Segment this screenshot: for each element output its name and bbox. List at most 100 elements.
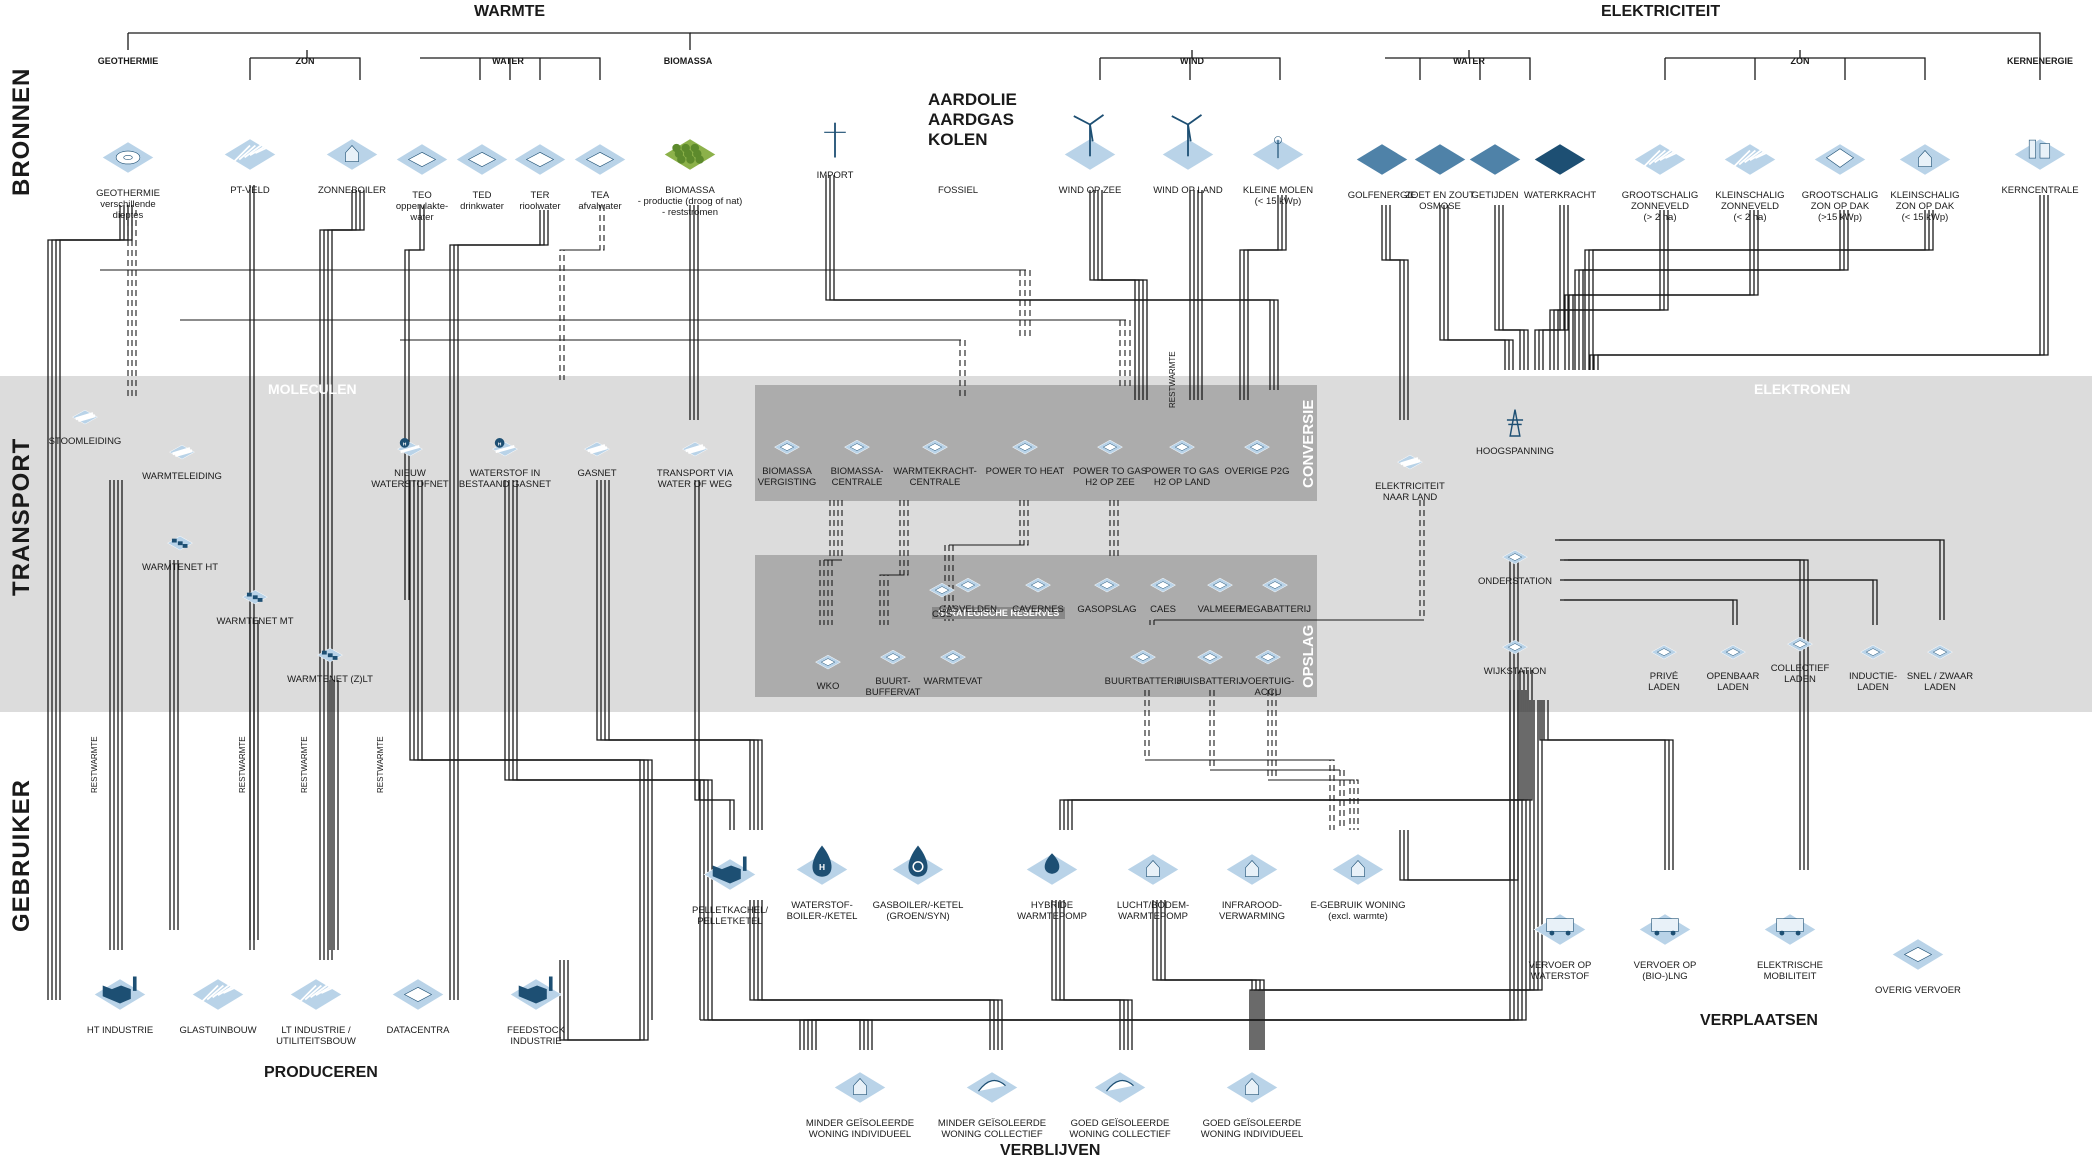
restwarmte-label: RESTWARMTE — [300, 736, 309, 793]
megabatterij-icon — [1247, 557, 1303, 599]
waterstof-gasnet-icon: H — [477, 421, 533, 463]
kleine-molen-label: KLEINE MOLEN (< 15 kWp) — [1242, 185, 1314, 207]
waterstof-gasnet-label: WATERSTOF IN BESTAAND GASNET — [458, 468, 552, 490]
ccs-icon — [914, 562, 970, 604]
golfenergie-icon — [1337, 118, 1427, 183]
zonneboiler-icon — [307, 113, 397, 178]
ted-icon — [437, 118, 527, 183]
gasvelden-icon — [940, 557, 996, 599]
infrarood-label: INFRAROOD- VERWARMING — [1219, 900, 1285, 922]
zoet-zout-icon — [1395, 118, 1485, 183]
overig-vervoer-icon — [1873, 913, 1963, 978]
vervoer-lng-icon — [1620, 888, 1710, 953]
ks-dak-label: KLEINSCHALIG ZON OP DAK (< 15 kWp) — [1890, 190, 1960, 223]
biomassa-vergisting-label: BIOMASSA VERGISTING — [757, 466, 817, 488]
warmtenet-mt-label: WARMTENET MT — [216, 616, 294, 627]
e-gebruik-label: E-GEBRUIK WONING (excl. warmte) — [1310, 900, 1406, 922]
pt-veld-label: PT-VELD — [230, 185, 270, 196]
waterkracht-label: WATERKRACHT — [1523, 190, 1597, 201]
p2g-land-label: POWER TO GAS H2 OP LAND — [1144, 466, 1220, 488]
ted-label: TED drinkwater — [460, 190, 504, 212]
warmtenet-mt-icon — [227, 569, 283, 611]
gs-dak-icon — [1795, 118, 1885, 183]
conversie-box — [755, 385, 1317, 501]
tea-icon — [555, 118, 645, 183]
transport-water-weg-label: TRANSPORT VIA WATER OF WEG — [656, 468, 734, 490]
kerncentrale-icon — [1995, 113, 2085, 178]
minder-ind-label: MINDER GEÏSOLEERDE WONING INDIVIDUEEL — [805, 1118, 915, 1140]
pelletkachel-icon — [685, 833, 775, 898]
restwarmte-p2g-label: RESTWARMTE — [1168, 351, 1177, 408]
vervoer-waterstof-label: VERVOER OP WATERSTOF — [1528, 960, 1592, 982]
buurtbatterij-label: BUURTBATTERIJ — [1104, 676, 1182, 687]
ter-icon — [495, 118, 585, 183]
wkc-icon — [907, 419, 963, 461]
buurtbuffervat-label: BUURT- BUFFERVAT — [865, 676, 921, 698]
buurtbatterij-icon — [1115, 629, 1171, 671]
warmtenet-zlt-icon — [302, 627, 358, 669]
vervoer-lng-label: VERVOER OP (BIO-)LNG — [1633, 960, 1697, 982]
subheader-water-warmte: WATER — [492, 56, 524, 66]
import-label: IMPORT — [816, 170, 854, 181]
ks-zonneveld-icon — [1705, 118, 1795, 183]
restwarmte-label: RESTWARMTE — [238, 736, 247, 793]
pelletkachel-label: PELLETKACHEL/ PELLETKETEL — [691, 905, 769, 927]
group-title-verblijven: VERBLIJVEN — [1000, 1142, 1101, 1159]
datacentra-label: DATACENTRA — [386, 1025, 450, 1036]
megabatterij-label: MEGABATTERIJ — [1238, 604, 1312, 615]
ht-industrie-icon — [75, 953, 165, 1018]
subheader-geothermie: GEOTHERMIE — [97, 56, 159, 66]
pt-veld-icon — [205, 113, 295, 178]
onderstation-label: ONDERSTATION — [1477, 576, 1553, 587]
datacentra-icon — [373, 953, 463, 1018]
voertuigaccu-icon — [1240, 629, 1296, 671]
svg-text:H: H — [403, 441, 407, 447]
wind-land-icon — [1143, 113, 1233, 178]
gs-zonneveld-icon — [1615, 118, 1705, 183]
infrarood-icon — [1207, 828, 1297, 893]
openbaar-icon — [1705, 624, 1761, 666]
gasvelden-label: GASVELDEN — [938, 604, 998, 615]
onderstation-icon — [1487, 529, 1543, 571]
section-bronnen: BRONNEN — [8, 67, 35, 196]
hybride-wp-icon — [1007, 828, 1097, 893]
import-icon — [790, 98, 880, 163]
subheader-water-elektriciteit: WATER — [1453, 56, 1485, 66]
zonneboiler-label: ZONNEBOILER — [317, 185, 387, 196]
gs-dak-label: GROOTSCHALIG ZON OP DAK (>15 kWp) — [1801, 190, 1879, 223]
goed-ind-icon — [1207, 1046, 1297, 1111]
ks-zonneveld-label: KLEINSCHALIG ZONNEVELD (< 2 ha) — [1715, 190, 1785, 223]
header-elektriciteit: ELEKTRICITEIT — [1601, 3, 1721, 20]
p2h-icon — [997, 419, 1053, 461]
transport-water-weg-icon — [667, 421, 723, 463]
buurtbuffervat-icon — [865, 629, 921, 671]
waterkracht-icon — [1515, 118, 1605, 183]
warmtenet-ht-label: WARMTENET HT — [142, 562, 218, 573]
waterstofboiler-label: WATERSTOF- BOILER-/KETEL — [786, 900, 858, 922]
strategische-reserves-label: STRATEGISCHE RESERVES — [932, 607, 1066, 619]
minder-col-icon — [947, 1046, 1037, 1111]
wkc-label: WARMTEKRACHT- CENTRALE — [893, 466, 977, 488]
biomassa-centrale-label: BIOMASSA- CENTRALE — [830, 466, 884, 488]
ccs-label: CCS — [931, 609, 953, 620]
golfenergie-label: GOLFENERGIE — [1347, 190, 1417, 201]
wind-land-label: WIND OP LAND — [1153, 185, 1223, 196]
wind-zee-icon — [1045, 113, 1135, 178]
fossiel-title: AARDOLIE AARDGAS KOLEN — [928, 90, 1017, 149]
band-label-elektronen: ELEKTRONEN — [1754, 381, 1851, 397]
goed-col-icon — [1075, 1046, 1165, 1111]
restwarmte-label: RESTWARMTE — [376, 736, 385, 793]
biomassa-vergisting-icon — [759, 419, 815, 461]
warmtevat-icon — [925, 629, 981, 671]
huisbatterij-icon — [1182, 629, 1238, 671]
hybride-wp-label: HYBRIDE WARMTEPOMP — [1017, 900, 1087, 922]
subheader-zon-warmte: ZON — [295, 56, 315, 66]
section-gebruiker: GEBRUIKER — [8, 778, 35, 932]
fossiel-label: FOSSIEL — [937, 185, 979, 196]
e-gebruik-icon — [1313, 828, 1403, 893]
e-mobiliteit-label: ELEKTRISCHE MOBILITEIT — [1757, 960, 1823, 982]
voertuigaccu-label: VOERTUIG- ACCU — [1241, 676, 1295, 698]
caes-icon — [1135, 557, 1191, 599]
biomassa-centrale-icon — [829, 419, 885, 461]
